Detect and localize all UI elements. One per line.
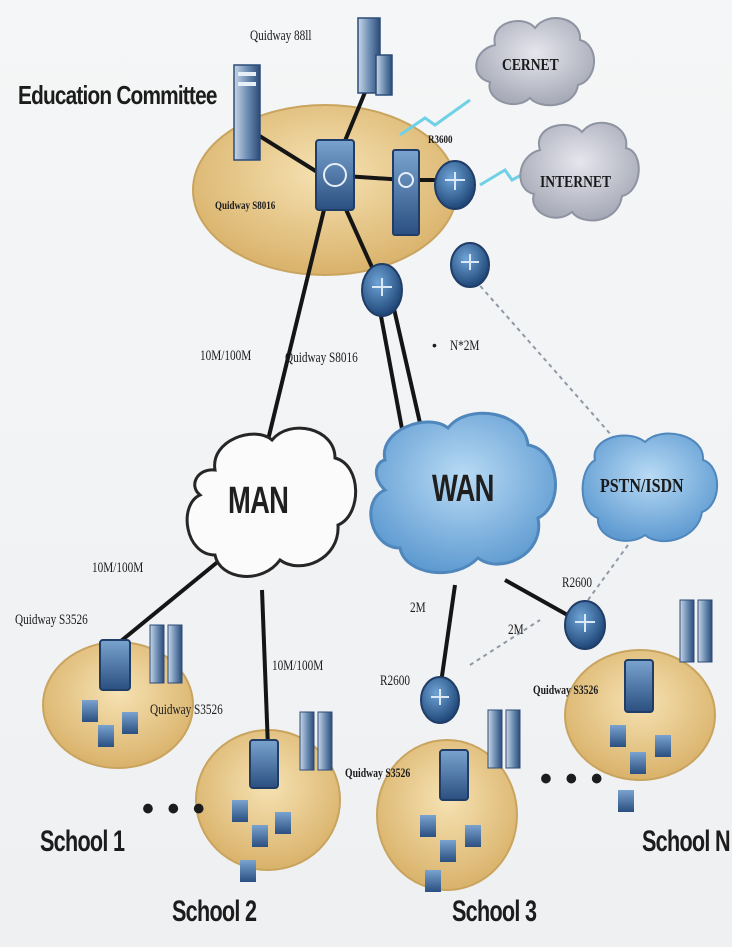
link-core-man <box>266 184 332 441</box>
router-s8016-2 <box>361 263 403 317</box>
router-r3600 <box>434 160 476 210</box>
core-switch-s8016 <box>315 139 355 211</box>
link-r-wan1 <box>376 299 407 446</box>
ellipsis-left: • • • <box>142 790 207 828</box>
server-tower-left <box>233 64 261 161</box>
label-quidway-s8016-2: Quidway S8016 <box>285 350 358 366</box>
link-r-wan2 <box>390 299 427 446</box>
label-school-2: School 2 <box>172 895 257 928</box>
server-tower-top <box>357 17 393 96</box>
link-wan-s3 <box>438 584 457 691</box>
label-s2-switch: Quidway S3526 <box>150 702 223 718</box>
cloud-pstn-label: PSTN/ISDN <box>600 475 684 497</box>
label-quidway-s8016: Quidway S8016 <box>215 198 276 212</box>
label-bullet: • <box>432 337 437 353</box>
label-quidway-top: Quidway 88ll <box>250 28 312 44</box>
link-pstn-r2600 <box>587 544 629 601</box>
label-n2m: N*2M <box>450 338 480 354</box>
cloud-man-label: MAN <box>228 480 289 522</box>
label-man-s1: 10M/100M <box>92 560 144 576</box>
label-man-s2: 10M/100M <box>272 658 324 674</box>
label-s3-switch: Quidway S3526 <box>345 765 411 780</box>
link-man-s2 <box>260 589 270 749</box>
cloud-internet-label: INTERNET <box>540 172 612 191</box>
man-cloud <box>185 426 358 578</box>
cernet-cloud <box>475 17 595 107</box>
label-2m-a: 2M <box>410 600 426 616</box>
label-r3600: R3600 <box>428 132 453 146</box>
dashed-links <box>469 279 629 666</box>
label-2m-b: 2M <box>508 622 524 638</box>
label-core-link: 10M/100M <box>200 348 252 364</box>
internet-cloud <box>519 121 640 222</box>
school3-devices <box>420 676 521 892</box>
label-school-1: School 1 <box>40 825 125 858</box>
pstn-cloud <box>581 432 718 543</box>
school3-disc <box>376 739 518 891</box>
firewall-switch <box>392 149 420 236</box>
school1-devices <box>82 624 183 747</box>
ellipsis-right: • • • <box>540 760 605 798</box>
router-r3600-2 <box>450 242 490 288</box>
school2-devices <box>232 711 333 882</box>
label-r2600-s3: R2600 <box>380 673 411 689</box>
link-cernet <box>399 98 471 137</box>
label-school-3: School 3 <box>452 895 537 928</box>
diagram-title: Education Committee <box>18 80 217 110</box>
label-school-n: School N <box>642 825 731 858</box>
link-man-s1 <box>108 558 222 652</box>
schoolN-devices <box>564 599 713 812</box>
cloud-cernet-label: CERNET <box>502 55 559 74</box>
link-wan-r2600-s3 <box>469 619 541 666</box>
label-r2600-right: R2600 <box>562 575 593 591</box>
schoolN-disc <box>564 649 716 781</box>
wan-cloud <box>369 411 557 575</box>
label-s1-switch: Quidway S3526 <box>15 612 88 628</box>
label-sn-switch: Quidway S3526 <box>533 682 599 697</box>
cloud-wan-label: WAN <box>432 468 494 510</box>
